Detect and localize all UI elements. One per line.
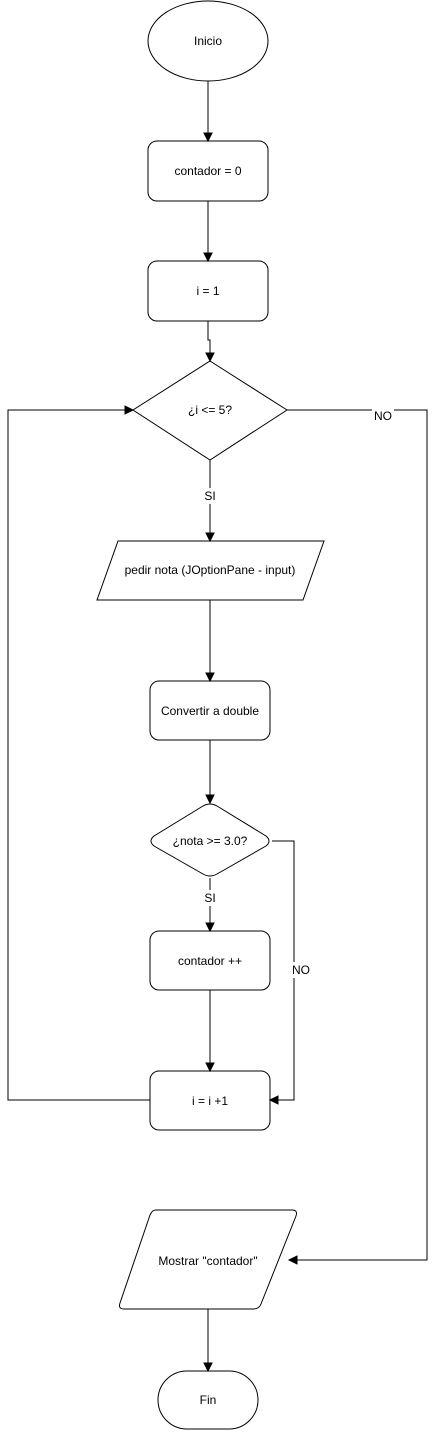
increment-counter-node: contador ++ [149,930,271,991]
edge-grade-yes: SI [202,878,218,933]
start-node: Inicio [147,0,269,82]
edge-output-to-end [203,1309,213,1373]
edge-grade-no: NO [268,840,314,1105]
init-counter-label: contador = 0 [174,164,241,178]
edge-loop-no: NO [287,408,428,1265]
edge-loop-yes: SI [202,460,218,543]
end-label: Fin [200,1393,217,1407]
edge-grade-no-label: NO [292,963,310,977]
convert-label: Convertir a double [161,704,259,718]
increment-i-label: i = i +1 [192,1094,228,1108]
init-counter-node: contador = 0 [147,140,269,202]
input-grade-label: pedir nota (JOptionPane - input) [125,563,296,577]
grade-condition-label: ¿nota >= 3.0? [173,834,248,848]
grade-condition-node: ¿nota >= 3.0? [150,803,270,877]
loop-condition-node: ¿i <= 5? [132,360,288,461]
edge-loop-yes-label: SI [204,489,215,503]
edge-counter-to-i [203,201,213,263]
edge-grade-yes-label: SI [204,891,215,905]
convert-node: Convertir a double [149,680,271,741]
increment-i-node: i = i +1 [149,1070,271,1131]
input-grade-node: pedir nota (JOptionPane - input) [96,540,325,601]
edge-i-to-loop-condition [205,321,215,363]
edge-loop-no-label: NO [374,409,392,423]
start-node-label: Inicio [194,34,222,48]
init-i-node: i = 1 [147,260,269,322]
edge-convert-to-grade-condition [205,740,215,805]
init-i-label: i = 1 [196,284,219,298]
edge-start-to-counter [203,81,213,143]
edge-increment-counter-to-i [205,990,215,1073]
end-node: Fin [157,1370,259,1430]
output-label: Mostrar "contador" [158,1254,257,1268]
edge-loop-back [7,405,150,1101]
loop-condition-label: ¿i <= 5? [188,403,232,417]
edge-input-to-convert [205,600,215,683]
output-node: Mostrar "contador" [119,1209,297,1310]
increment-counter-label: contador ++ [178,954,242,968]
